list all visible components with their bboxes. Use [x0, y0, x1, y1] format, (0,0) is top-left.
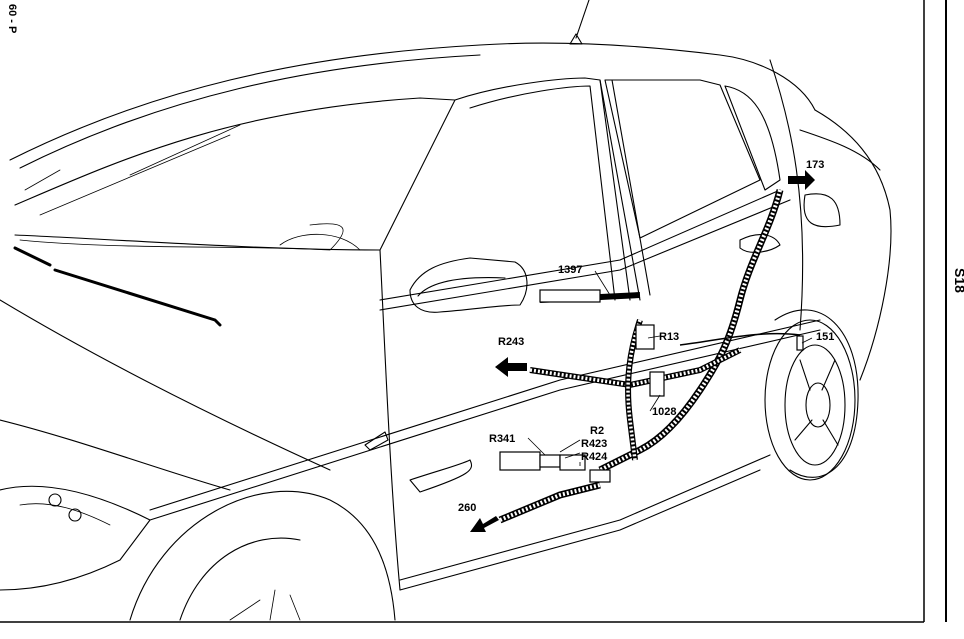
- rear-wheel: [764, 319, 856, 481]
- headlight: [0, 485, 151, 591]
- side-mirror: [409, 257, 528, 313]
- arrow-r243: [495, 357, 527, 377]
- side-trim: [409, 459, 473, 493]
- roof-line: [9, 42, 816, 161]
- page-code-left: 60 - P: [6, 4, 18, 34]
- windshield: [14, 97, 456, 251]
- label-R2: R2: [590, 425, 604, 437]
- label-R243: R243: [498, 336, 524, 348]
- antenna: [569, 0, 590, 45]
- label-R424: R424: [581, 451, 608, 463]
- page-code-right: S18: [952, 268, 964, 293]
- label-R13: R13: [659, 331, 679, 343]
- front-wheel-arch: [129, 490, 396, 621]
- label-1397: 1397: [558, 264, 582, 276]
- label-260: 260: [458, 502, 476, 514]
- arrow-173: [788, 170, 815, 190]
- leader-lines: [527, 270, 813, 466]
- label-R341: R341: [489, 433, 515, 445]
- quarter-window: [724, 85, 781, 191]
- car-body: [0, 0, 892, 621]
- rear-door-window: [604, 79, 761, 239]
- wiper: [53, 268, 222, 327]
- label-1028: 1028: [652, 406, 676, 418]
- arrow-260: [470, 516, 499, 532]
- label-173: 173: [806, 159, 824, 171]
- label-151: 151: [816, 331, 834, 343]
- arrows: [470, 170, 815, 532]
- fuel-door: [803, 193, 841, 228]
- label-R423: R423: [581, 438, 607, 450]
- connectors: [499, 289, 804, 483]
- wiring-harness: [498, 189, 801, 524]
